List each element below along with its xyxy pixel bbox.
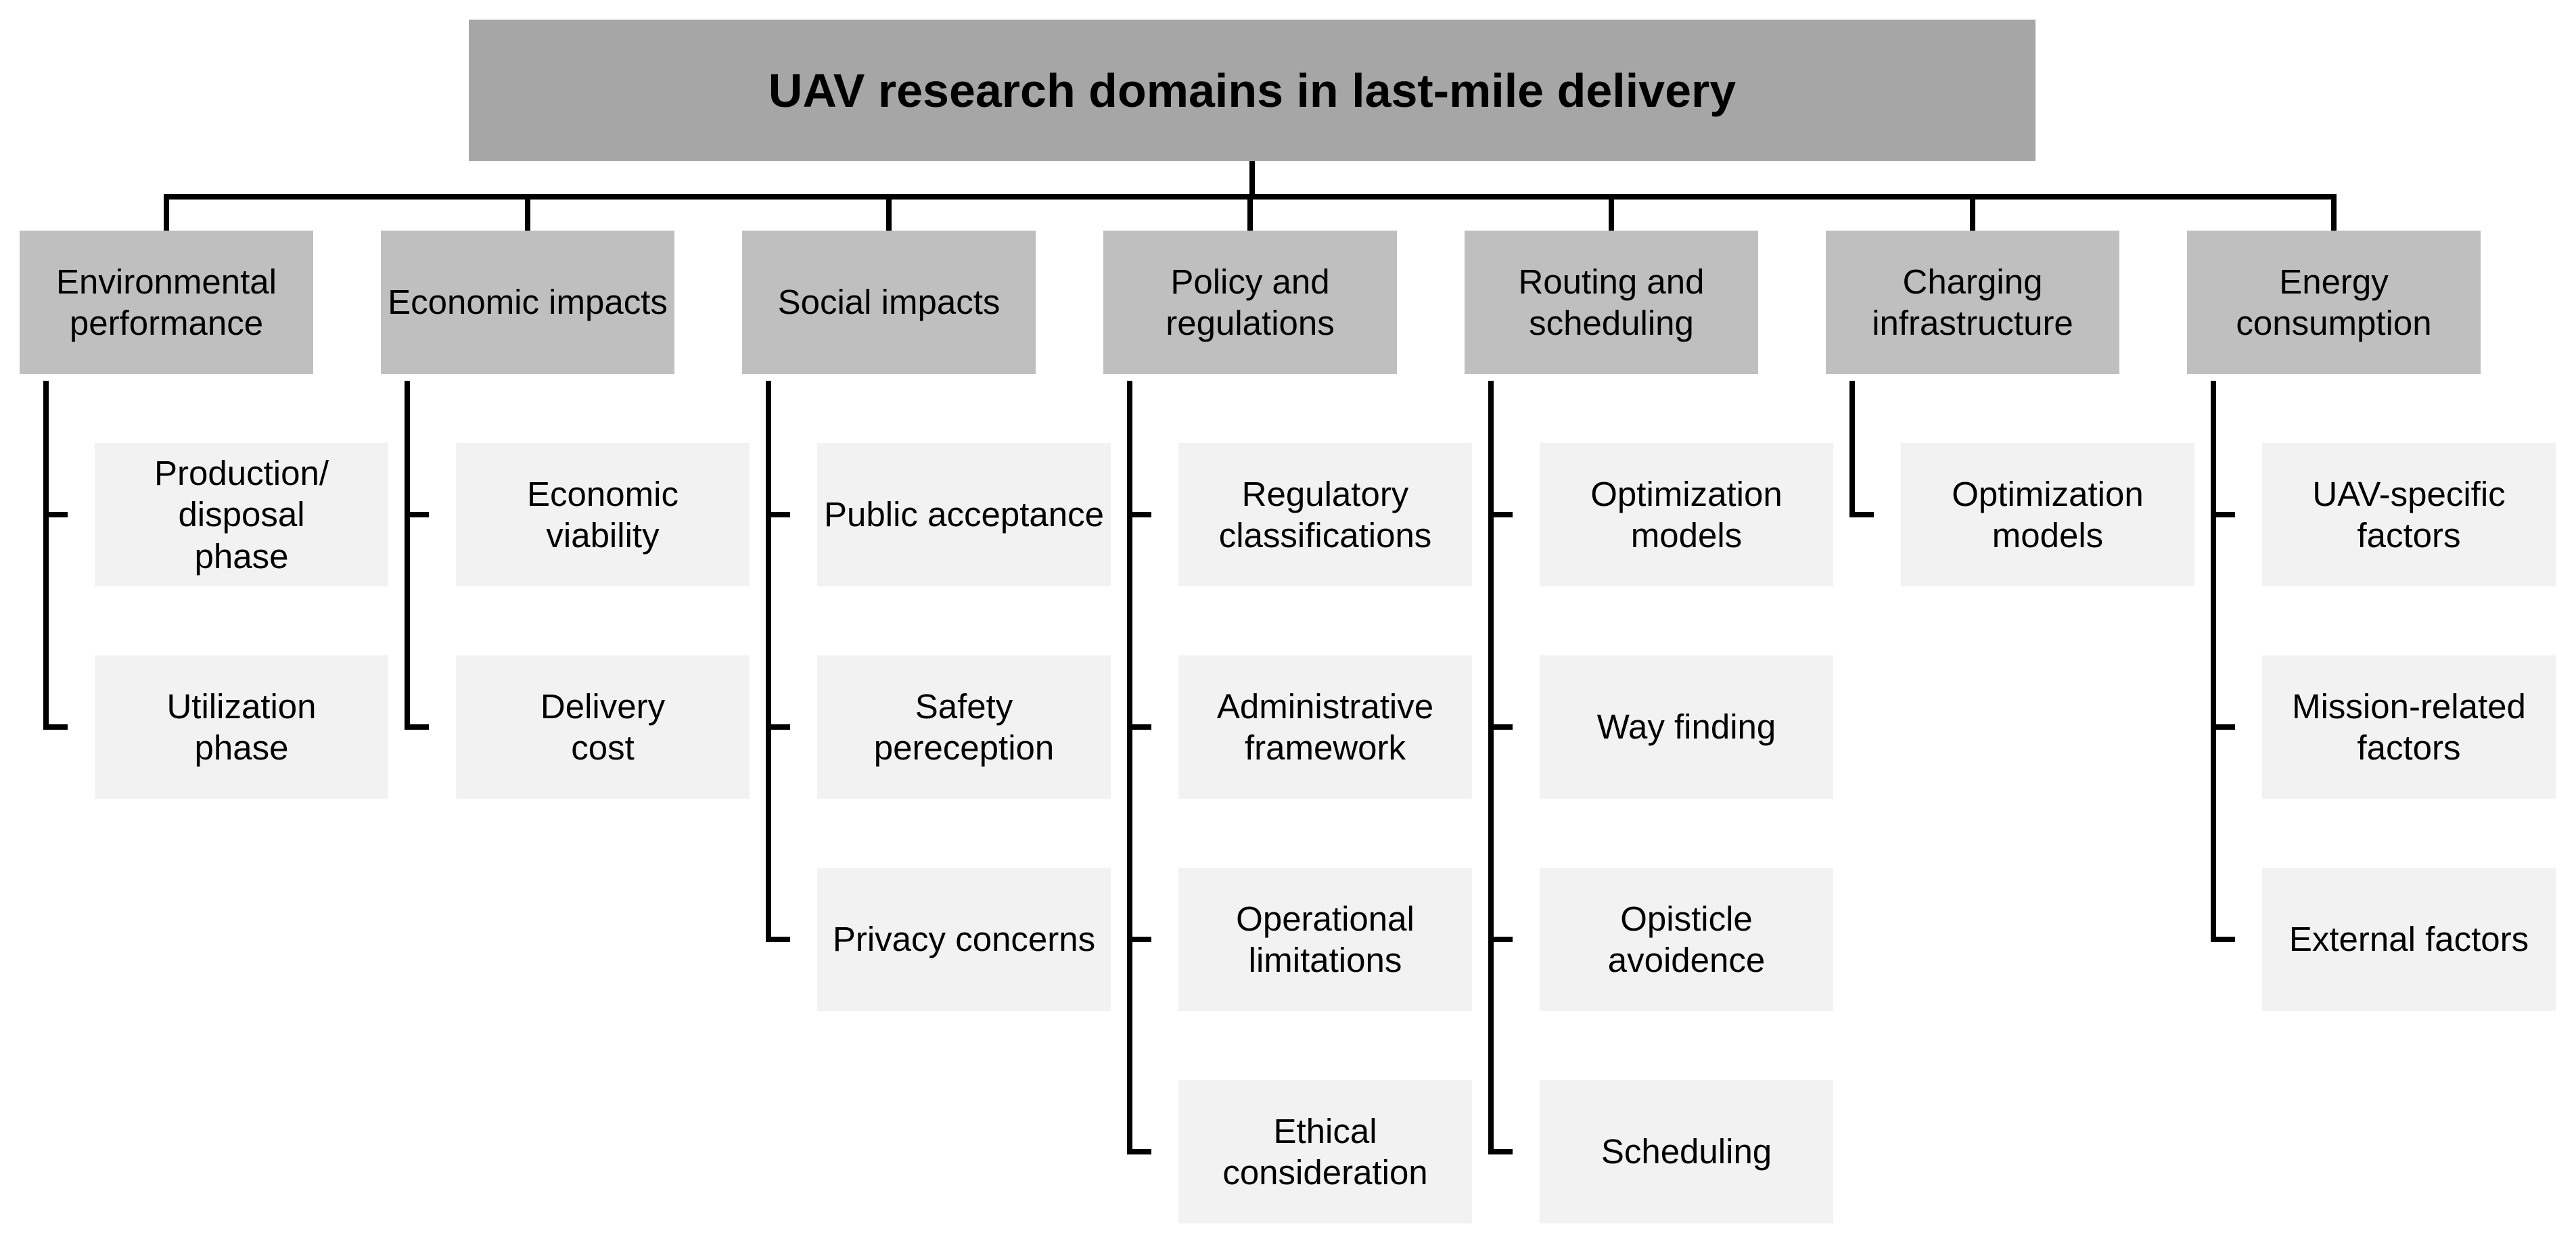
connector-item-branch (405, 724, 429, 730)
category-label: Environmental performance (56, 262, 277, 342)
subtopic-optimization-models: Optimization models (1540, 443, 1833, 586)
subtopic-label: Mission-related factors (2292, 686, 2526, 767)
connector-item-branch (766, 937, 790, 942)
connector-item-branch (43, 512, 68, 517)
connector-category-drop (886, 194, 892, 231)
category-environmental-performance: Environmental performance (20, 231, 313, 374)
subtopic-label: Optimization models (1952, 474, 2144, 555)
subtopic-label: Economic viability (527, 474, 678, 555)
connector-category-spine (1849, 381, 1855, 517)
connector-item-branch (1127, 512, 1151, 517)
connector-item-branch (1488, 512, 1513, 517)
subtopic-optimization-models: Optimization models (1901, 443, 2194, 586)
connector-category-spine (43, 381, 49, 730)
connector-category-drop (525, 194, 530, 231)
subtopic-regulatory-classifications: Regulatory classifications (1178, 443, 1472, 586)
subtopic-way-finding: Way finding (1540, 655, 1833, 799)
subtopic-mission-related-factors: Mission-related factors (2262, 655, 2556, 799)
subtopic-economic-viability: Economic viability (456, 443, 750, 586)
subtopic-label: Opisticle avoidence (1607, 899, 1766, 979)
subtopic-label: Way finding (1596, 707, 1776, 747)
subtopic-label: Regulatory classifications (1218, 474, 1432, 555)
connector-category-drop (1970, 194, 1975, 231)
subtopic-label: Optimization models (1590, 474, 1782, 555)
connector-item-branch (405, 512, 429, 517)
category-energy-consumption: Energy consumption (2187, 231, 2481, 374)
subtopic-external-factors: External factors (2262, 868, 2556, 1011)
connector-category-drop (2331, 194, 2337, 231)
connector-item-branch (1127, 1149, 1151, 1154)
subtopic-label: Privacy concerns (832, 920, 1096, 959)
connector-category-spine (2211, 381, 2216, 942)
connector-category-drop (164, 194, 169, 231)
subtopic-ethical-consideration: Ethical consideration (1178, 1080, 1472, 1223)
category-label: Social impacts (777, 283, 1001, 322)
category-policy-and-regulations: Policy and regulations (1103, 231, 1397, 374)
connector-category-spine (1488, 381, 1494, 1154)
subtopic-scheduling: Scheduling (1540, 1080, 1833, 1223)
subtopic-label: Operational limitations (1236, 899, 1414, 979)
connector-category-spine (766, 381, 771, 942)
subtopic-safety-pereception: Safety pereception (817, 655, 1111, 799)
subtopic-delivery-cost: Delivery cost (456, 655, 750, 799)
connector-item-branch (2211, 937, 2235, 942)
subtopic-utilization-phase: Utilization phase (95, 655, 388, 799)
connector-item-branch (2211, 724, 2235, 730)
subtopic-uav-specific-factors: UAV-specific factors (2262, 443, 2556, 586)
connector-item-branch (1127, 724, 1151, 730)
subtopic-label: Safety pereception (873, 686, 1055, 767)
connector-item-branch (1488, 724, 1513, 730)
connector-item-branch (1488, 1149, 1513, 1154)
subtopic-label: Administrative framework (1216, 686, 1434, 767)
subtopic-label: Utilization phase (166, 686, 317, 767)
subtopic-label: UAV-specific factors (2312, 474, 2506, 555)
connector-item-branch (766, 724, 790, 730)
category-label: Routing and scheduling (1518, 262, 1705, 342)
subtopic-privacy-concerns: Privacy concerns (817, 868, 1111, 1011)
subtopic-label: Delivery cost (540, 686, 666, 767)
connector-item-branch (1849, 512, 1874, 517)
connector-item-branch (766, 512, 790, 517)
category-economic-impacts: Economic impacts (381, 231, 674, 374)
diagram-title: UAV research domains in last-mile delive… (768, 64, 1736, 117)
subtopic-public-acceptance: Public acceptance (817, 443, 1111, 586)
category-label: Economic impacts (388, 283, 668, 322)
category-routing-and-scheduling: Routing and scheduling (1465, 231, 1758, 374)
connector-item-branch (43, 724, 68, 730)
subtopic-label: Public acceptance (824, 495, 1104, 534)
category-charging-infrastructure: Charging infrastructure (1826, 231, 2119, 374)
category-label: Policy and regulations (1166, 262, 1335, 342)
connector-category-drop (1609, 194, 1614, 231)
subtopic-label: Production/ disposal phase (154, 454, 329, 576)
category-label: Energy consumption (2236, 262, 2432, 342)
category-label: Charging infrastructure (1872, 262, 2073, 342)
connector-root-stem (1249, 161, 1255, 194)
subtopic-production-disposal-phase: Production/ disposal phase (95, 443, 388, 586)
subtopic-label: External factors (2288, 920, 2529, 959)
subtopic-label: Scheduling (1601, 1132, 1772, 1171)
subtopic-administrative-framework: Administrative framework (1178, 655, 1472, 799)
connector-item-branch (2211, 512, 2235, 517)
connector-category-spine (1127, 381, 1132, 1154)
connector-category-drop (1247, 194, 1253, 231)
connector-item-branch (1127, 937, 1151, 942)
subtopic-operational-limitations: Operational limitations (1178, 868, 1472, 1011)
subtopic-opisticle-avoidence: Opisticle avoidence (1540, 868, 1833, 1011)
subtopic-label: Ethical consideration (1222, 1111, 1428, 1192)
connector-item-branch (1488, 937, 1513, 942)
category-social-impacts: Social impacts (742, 231, 1036, 374)
diagram-title-box: UAV research domains in last-mile delive… (469, 20, 2036, 161)
connector-category-spine (405, 381, 410, 730)
